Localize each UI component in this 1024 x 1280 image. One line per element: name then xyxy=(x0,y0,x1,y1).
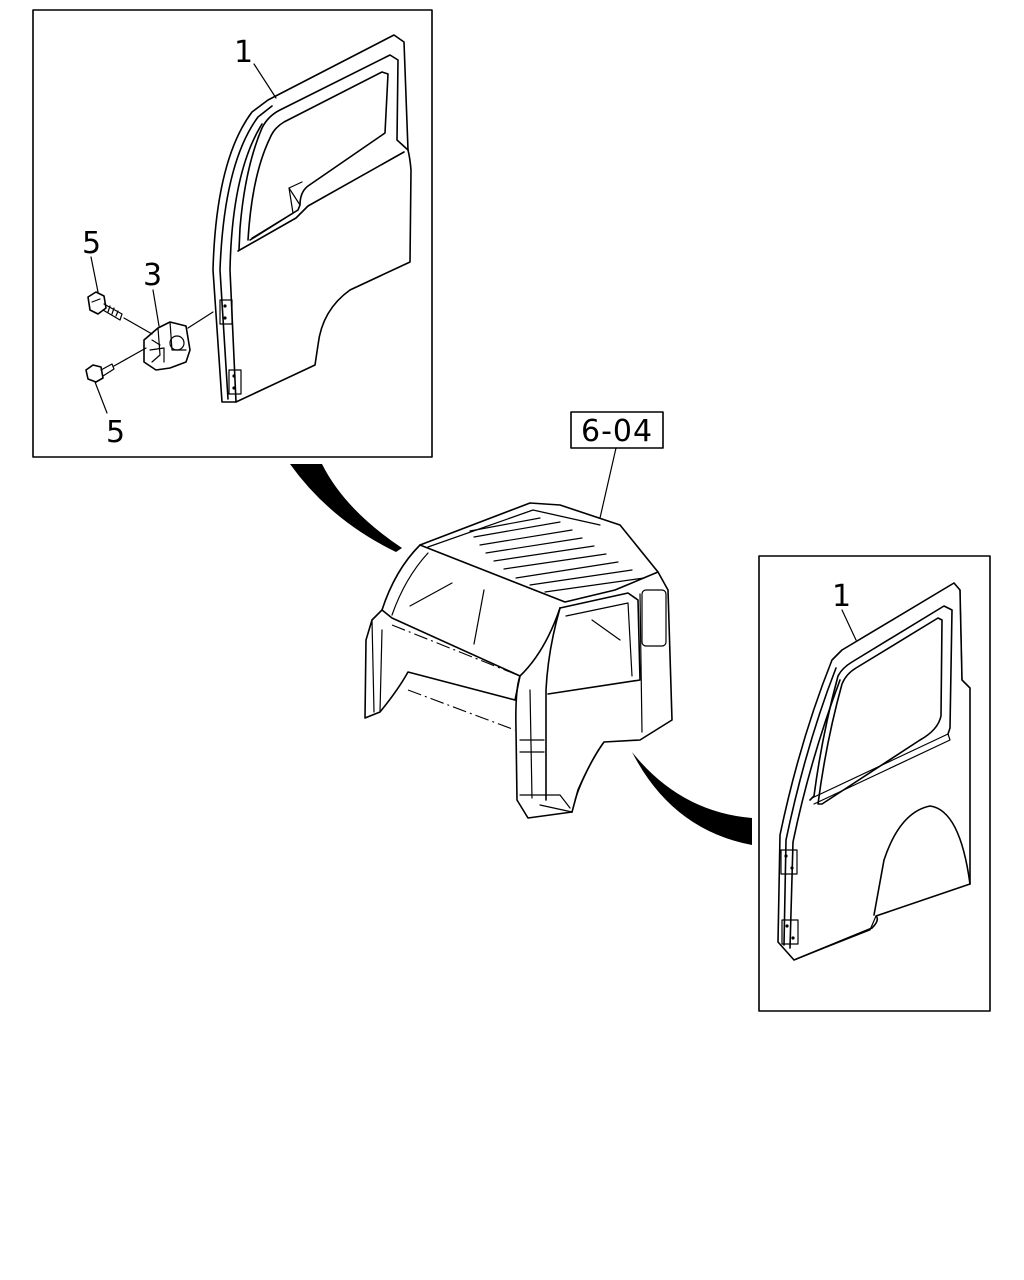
callout-bolt-lower: 5 xyxy=(106,415,125,450)
leader-reference-box xyxy=(599,447,617,519)
arrow-to-left-detail xyxy=(290,464,402,552)
leader-left-door xyxy=(253,63,277,99)
arrow-to-right-detail xyxy=(632,752,752,845)
left-detail-panel: 1 3 5 5 xyxy=(32,9,433,458)
leader-hinge xyxy=(152,289,160,327)
callout-right-door: 1 xyxy=(832,579,851,614)
reference-box: 6-04 xyxy=(570,411,664,519)
right-door xyxy=(777,582,971,961)
leader-bolt-upper xyxy=(90,256,99,293)
left-door xyxy=(212,34,412,403)
right-detail-panel: 1 xyxy=(758,555,991,1012)
right-detail-frame xyxy=(758,555,991,1012)
truck-cab xyxy=(364,502,673,819)
callout-hinge: 3 xyxy=(143,258,162,293)
roof-ribs xyxy=(469,517,645,593)
bolt-lower xyxy=(85,347,147,383)
callout-bolt-upper: 5 xyxy=(82,226,101,261)
leader-bolt-lower xyxy=(94,381,108,414)
reference-box-label: 6-04 xyxy=(581,414,653,449)
bolt-upper xyxy=(87,291,153,335)
hinge-assembly xyxy=(143,311,214,371)
callout-left-door: 1 xyxy=(234,35,253,70)
leader-right-door xyxy=(841,609,857,641)
left-detail-frame xyxy=(32,9,433,458)
